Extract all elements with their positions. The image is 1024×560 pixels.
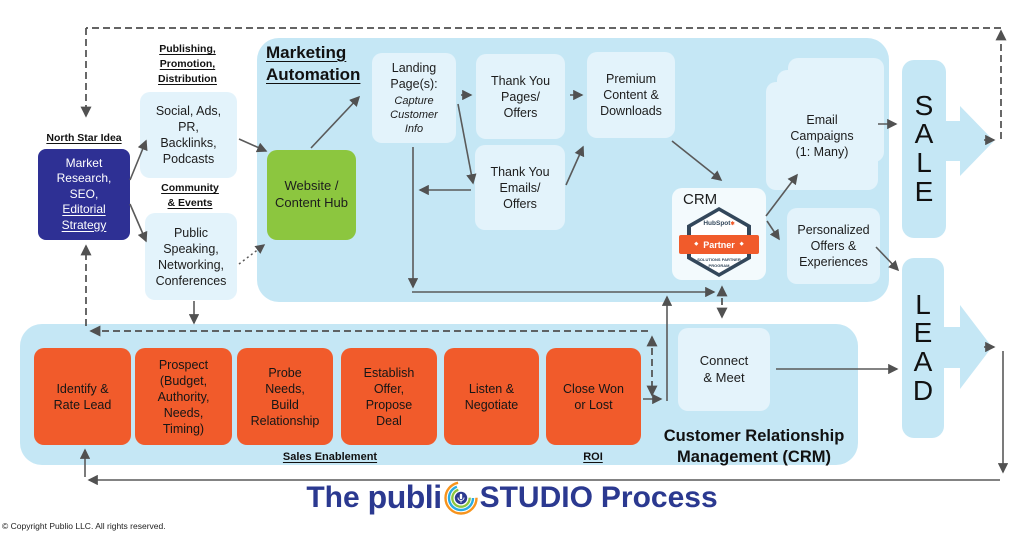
partner-ribbon-text: Partner — [703, 239, 735, 250]
ribbon-diamond-icon: ◆ — [694, 241, 699, 247]
sale-output: S A L E — [902, 60, 946, 238]
marketing-automation-heading: Marketing Automation — [266, 43, 361, 85]
community-events-label: Community & Events — [161, 182, 219, 210]
publishing-promotion-label: Publishing, Promotion, Distribution — [158, 43, 217, 86]
capture-customer-info-note: Capture Customer Info — [390, 94, 438, 136]
north-star-idea-label: North Star Idea — [46, 132, 122, 144]
logo-process: Process — [600, 480, 718, 514]
website-content-hub-box: Website / Content Hub — [267, 150, 356, 240]
logo-studio: STUDIO — [479, 480, 593, 514]
public-speaking-box: Public Speaking, Networking, Conferences — [145, 213, 237, 300]
thank-you-pages-box: Thank You Pages/ Offers — [476, 54, 565, 139]
lead-chevron-arrow — [938, 305, 992, 389]
probe-needs-box: Probe Needs, Build Relationship — [237, 348, 333, 445]
editorial-strategy-link: Editorial Strategy — [61, 202, 107, 232]
establish-offer-box: Establish Offer, Propose Deal — [341, 348, 437, 445]
personalized-offers-box: Personalized Offers & Experiences — [787, 208, 880, 284]
sales-enablement-label: Sales Enablement — [282, 451, 378, 463]
sale-chevron-arrow — [938, 106, 994, 176]
ribbon-diamond-icon: ◆ — [739, 241, 744, 247]
publistudio-logo: The publi STUDIO Process — [0, 479, 1024, 516]
landing-pages-box: Landing Page(s): Capture Customer Info — [372, 53, 456, 143]
landing-pages-title: Landing Page(s): — [390, 60, 438, 91]
connect-meet-box: Connect & Meet — [678, 328, 770, 411]
hubspot-sprocket-icon: ✱ — [730, 221, 735, 227]
hubspot-brand: HubSpot✱ — [703, 220, 735, 227]
roi-label: ROI — [583, 451, 603, 463]
logo-publi: publi — [367, 479, 442, 515]
email-campaigns-box: Email Campaigns (1: Many) — [766, 82, 878, 190]
hubspot-partner-badge: HubSpot✱ ◆ Partner ◆ SOLUTIONS PARTNER P… — [679, 207, 759, 277]
social-channels-box: Social, Ads, PR, Backlinks, Podcasts — [140, 92, 237, 178]
crm-box: CRM HubSpot✱ ◆ Partner ◆ SOLUTIONS PARTN… — [672, 188, 766, 280]
listen-negotiate-box: Listen & Negotiate — [444, 348, 539, 445]
close-won-lost-box: Close Won or Lost — [546, 348, 641, 445]
logo-the: The — [306, 480, 360, 514]
prospect-box: Prospect (Budget, Authority, Needs, Timi… — [135, 348, 232, 445]
market-research-text: Market Research, SEO, — [56, 156, 112, 201]
identify-rate-lead-box: Identify & Rate Lead — [34, 348, 131, 445]
crm-label: CRM — [683, 191, 718, 208]
crm-heading: Customer Relationship Management (CRM) — [663, 427, 845, 466]
solutions-partner-program-text: SOLUTIONS PARTNER PROGRAM — [697, 257, 741, 268]
lead-output: L E A D — [902, 258, 944, 438]
thank-you-emails-box: Thank You Emails/ Offers — [475, 145, 565, 230]
copyright-text: © Copyright Publio LLC. All rights reser… — [2, 521, 166, 531]
premium-content-box: Premium Content & Downloads — [587, 52, 675, 138]
publio-rings-icon — [443, 480, 478, 515]
market-research-box: Market Research, SEO, Editorial Strategy — [38, 149, 130, 240]
partner-ribbon: ◆ Partner ◆ — [679, 235, 759, 254]
